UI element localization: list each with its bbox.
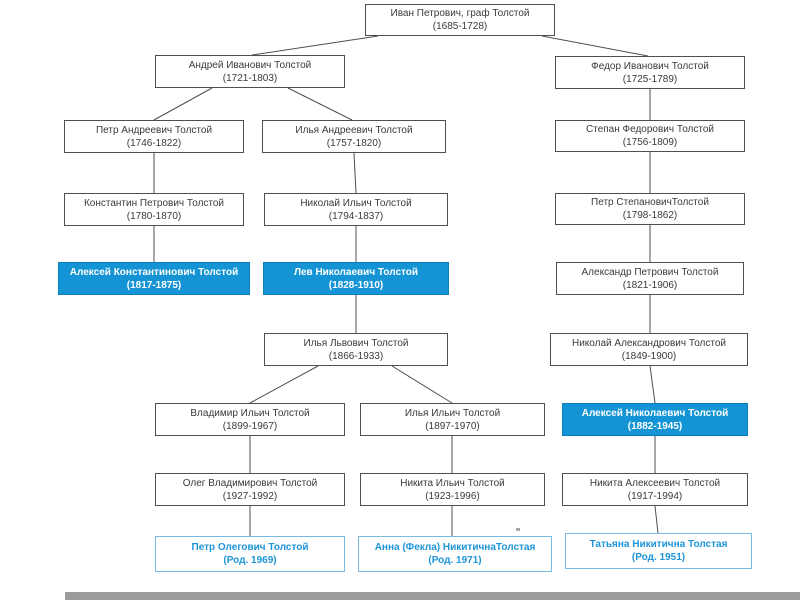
connector-line: [153, 87, 213, 121]
person-dates: (1746-1822): [126, 137, 182, 149]
person-dates: (1917-1994): [627, 490, 683, 502]
person-dates: (1866-1933): [328, 350, 384, 362]
person-dates: (1923-1996): [425, 490, 480, 502]
tree-node-petr-stepanovich: Петр СтепановичТолстой (1798-1862): [555, 193, 745, 225]
tree-node-ilya-ilich: Илья Ильич Толстой (1897-1970): [360, 403, 545, 436]
person-name: Петр СтепановичТолстой: [591, 197, 709, 208]
tree-node-andrey-ivanovich: Андрей Иванович Толстой (1721-1803): [155, 55, 345, 88]
tree-node-ilya-lvovich: Илья Львович Толстой (1866-1933): [264, 333, 448, 366]
person-name: Лев Николаевич Толстой: [293, 266, 419, 278]
tree-node-anna-fekla: Анна (Фекла) НикитичнаТолстая (Род. 1971…: [358, 536, 552, 572]
person-dates: (Род. 1951): [631, 552, 686, 563]
tree-node-oleg-vladimirovich: Олег Владимирович Толстой (1927-1992): [155, 473, 345, 506]
person-name: Николай Александрович Толстой: [572, 337, 726, 349]
speck-artifact: [516, 528, 520, 531]
person-name: Татьяна Никитична Толстая: [589, 539, 728, 550]
person-name: Константин Петрович Толстой: [83, 197, 225, 209]
person-dates: (1899-1967): [222, 420, 278, 432]
connector-line: [287, 87, 353, 121]
tree-node-petr-andreevich: Петр Андреевич Толстой (1746-1822): [64, 120, 244, 153]
person-name: Илья Ильич Толстой: [404, 407, 501, 419]
person-name: Федор Иванович Толстой: [591, 60, 709, 72]
person-dates: (1794-1837): [328, 210, 384, 222]
person-name: Алексей Константинович Толстой: [69, 266, 239, 278]
person-name: Анна (Фекла) НикитичнаТолстая: [374, 542, 536, 553]
person-dates: (1927-1992): [222, 490, 278, 502]
tree-node-aleksey-nikolaevich: Алексей Николаевич Толстой (1882-1945): [562, 403, 748, 436]
person-dates: (1849-1900): [621, 350, 677, 362]
connector-line: [353, 152, 357, 194]
person-dates: (1685-1728): [432, 21, 488, 32]
person-name: Андрей Иванович Толстой: [188, 59, 312, 71]
person-dates: (1798-1862): [622, 210, 678, 221]
connector-line: [391, 365, 453, 404]
connector-line: [541, 35, 649, 57]
person-name: Илья Андреевич Толстой: [295, 124, 413, 136]
person-dates: (1828-1910): [328, 279, 384, 291]
person-name: Илья Львович Толстой: [303, 337, 409, 349]
connector-line: [251, 35, 379, 56]
tree-node-vladimir-ilich: Владимир Ильич Толстой (1899-1967): [155, 403, 345, 436]
person-dates: (1882-1945): [627, 420, 683, 432]
person-name: Никита Ильич Толстой: [400, 477, 505, 489]
person-name: Александр Петрович Толстой: [581, 266, 719, 278]
tree-node-tatyana-nikitichna: Татьяна Никитична Толстая (Род. 1951): [565, 533, 752, 569]
person-name: Иван Петрович, граф Толстой: [390, 8, 530, 19]
tree-node-nikolay-aleksandrovich: Николай Александрович Толстой (1849-1900…: [550, 333, 748, 366]
slide-bottom-edge-bar: [65, 592, 800, 600]
tree-node-konstantin-petrovich: Константин Петрович Толстой (1780-1870): [64, 193, 244, 226]
person-dates: (1757-1820): [326, 137, 382, 149]
person-dates: (1780-1870): [126, 210, 182, 222]
tree-node-ilya-andreevich: Илья Андреевич Толстой (1757-1820): [262, 120, 446, 153]
person-name: Олег Владимирович Толстой: [182, 477, 318, 489]
person-name: Петр Олегович Толстой: [191, 542, 309, 553]
tree-node-ivan-petrovich: Иван Петрович, граф Толстой (1685-1728): [365, 4, 555, 36]
person-name: Алексей Николаевич Толстой: [581, 407, 729, 419]
person-dates: (Род. 1971): [428, 555, 482, 566]
person-dates: (Род. 1969): [223, 555, 277, 566]
person-dates: (1817-1875): [126, 279, 182, 291]
person-name: Николай Ильич Толстой: [300, 197, 412, 209]
tree-node-stepan-fedorovich: Степан Федорович Толстой (1756-1809): [555, 120, 745, 152]
person-name: Никита Алексеевич Толстой: [589, 477, 721, 489]
person-dates: (1897-1970): [425, 420, 480, 432]
tree-node-fedor-ivanovich: Федор Иванович Толстой (1725-1789): [555, 56, 745, 89]
connector-line: [649, 365, 656, 404]
connector-line: [249, 365, 319, 404]
person-name: Владимир Ильич Толстой: [190, 407, 310, 419]
person-dates: (1821-1906): [622, 279, 678, 291]
tree-node-nikita-ilich: Никита Ильич Толстой (1923-1996): [360, 473, 545, 506]
person-dates: (1721-1803): [222, 72, 278, 84]
tree-node-nikolay-ilich: Николай Ильич Толстой (1794-1837): [264, 193, 448, 226]
connector-line: [654, 505, 659, 534]
person-dates: (1725-1789): [622, 73, 678, 85]
tree-node-aleksey-konstantinovich: Алексей Константинович Толстой (1817-187…: [58, 262, 250, 295]
person-dates: (1756-1809): [622, 137, 678, 148]
tree-node-petr-olegovich: Петр Олегович Толстой (Род. 1969): [155, 536, 345, 572]
tree-node-aleksandr-petrovich: Александр Петрович Толстой (1821-1906): [556, 262, 744, 295]
person-name: Петр Андреевич Толстой: [95, 124, 213, 136]
tree-node-nikita-alekseevich: Никита Алексеевич Толстой (1917-1994): [562, 473, 748, 506]
tree-node-lev-nikolaevich: Лев Николаевич Толстой (1828-1910): [263, 262, 449, 295]
person-name: Степан Федорович Толстой: [586, 124, 714, 135]
